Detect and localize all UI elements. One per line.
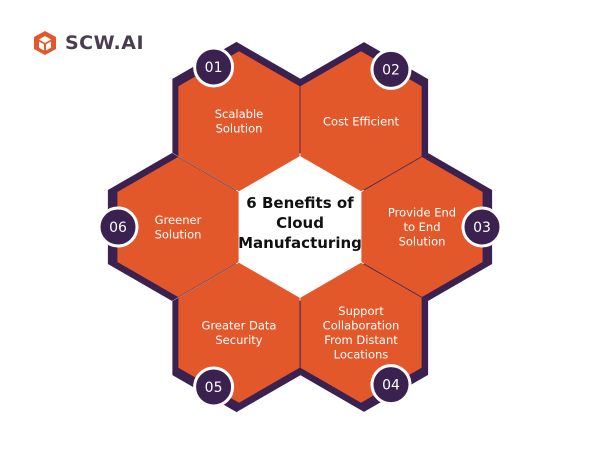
benefit-label-line: Greener (155, 213, 202, 227)
number-badge (461, 206, 503, 248)
number-badge (193, 46, 235, 88)
benefit-cell-02: Cost Efficient 02 (299, 42, 429, 192)
benefit-label-line: Greater Data (202, 318, 277, 332)
number-badge (193, 366, 235, 408)
benefit-label-line: Solution (399, 235, 446, 249)
hex-shape (117, 157, 239, 297)
number-badge-label: 06 (109, 220, 127, 236)
number-badge-label: 03 (473, 220, 491, 236)
benefit-label-line: Collaboration (323, 318, 400, 332)
benefit-label-line: Cost Efficient (323, 114, 399, 128)
benefit-label-line: From Distant (324, 333, 398, 347)
benefit-label-line: Solution (216, 122, 263, 136)
center-title-line-1: 6 Benefits of (246, 194, 354, 212)
box-cube-icon (34, 31, 56, 55)
number-badge (97, 206, 139, 248)
center-title: 6 Benefits of Cloud Manufacturing (238, 194, 362, 252)
benefit-label-line: Security (215, 333, 262, 347)
number-badge (370, 48, 412, 90)
benefit-label-line: Provide End (388, 206, 456, 220)
number-badge (370, 364, 412, 406)
center-title-line-3: Manufacturing (238, 234, 362, 252)
benefit-label-line: Support (338, 304, 384, 318)
benefit-label-line: to End (403, 220, 440, 234)
center-title-line-2: Cloud (276, 214, 324, 232)
number-badge-label: 05 (205, 380, 223, 396)
number-badge-label: 01 (205, 60, 223, 76)
brand-name: SCW.AI (65, 32, 145, 54)
hex-shape (361, 157, 483, 297)
number-badge-label: 04 (382, 378, 400, 394)
benefit-label-line: Locations (334, 347, 389, 361)
brand-logo: SCW.AI (32, 30, 144, 56)
number-badge-label: 02 (382, 62, 400, 78)
benefit-label-line: Solution (155, 227, 202, 241)
benefit-label-line: Scalable (215, 107, 263, 121)
